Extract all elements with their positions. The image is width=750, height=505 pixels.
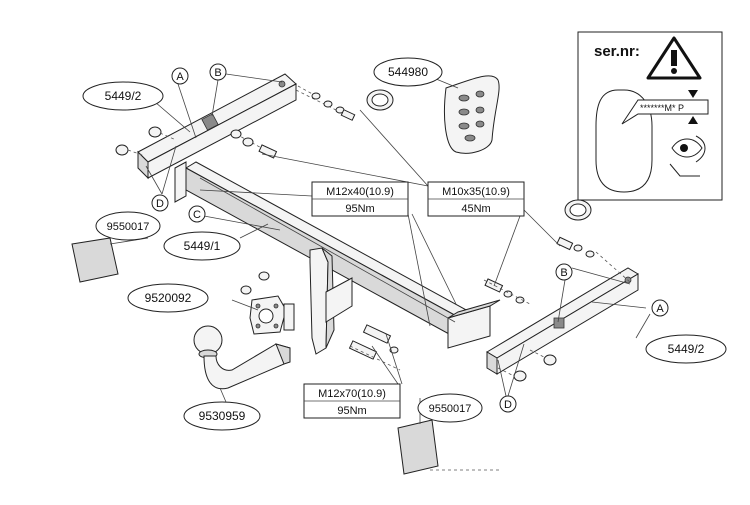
torque-box-m10x35: M10x35(10.9) 45Nm bbox=[427, 181, 525, 217]
callout-text: 5449/2 bbox=[105, 89, 142, 103]
callout-9550017-left: 9550017 bbox=[95, 211, 161, 241]
callout-9530959: 9530959 bbox=[183, 401, 261, 431]
letter-d-right: D bbox=[499, 395, 517, 413]
upper-bolt-set bbox=[230, 89, 394, 159]
left-side-bracket bbox=[137, 73, 297, 180]
serial-plate bbox=[621, 99, 709, 125]
callout-5449-1: 5449/1 bbox=[163, 231, 241, 261]
torque-value: 95Nm bbox=[337, 405, 366, 417]
letter-text: D bbox=[156, 198, 164, 210]
letter-a-right: A bbox=[651, 299, 669, 317]
torque-box-m12x40: M12x40(10.9) 95Nm bbox=[311, 181, 409, 217]
cable-ties-544980 bbox=[443, 75, 500, 154]
letter-c: C bbox=[188, 205, 206, 223]
letter-b-top: B bbox=[209, 63, 227, 81]
socket-plate-9520092 bbox=[240, 271, 295, 335]
letter-text: D bbox=[504, 399, 512, 411]
torque-bolt-spec: M12x40(10.9) bbox=[326, 186, 394, 198]
callout-text: 9520092 bbox=[145, 291, 192, 305]
callout-text: 9550017 bbox=[107, 221, 150, 233]
letter-text: C bbox=[193, 209, 201, 221]
lower-bolt-set bbox=[348, 324, 401, 371]
letter-text: B bbox=[214, 67, 221, 79]
callout-text: 5449/2 bbox=[668, 342, 705, 356]
arrow-down-icon bbox=[688, 90, 698, 98]
letter-b-right: B bbox=[555, 263, 573, 281]
callout-text: 544980 bbox=[388, 65, 428, 79]
left-bracket-fasteners bbox=[115, 85, 317, 157]
letter-text: A bbox=[176, 71, 184, 83]
torque-bolt-spec: M10x35(10.9) bbox=[442, 186, 510, 198]
leader-lines bbox=[109, 73, 651, 424]
rubber-pad-left bbox=[71, 237, 119, 283]
callout-text: 9530959 bbox=[199, 409, 246, 423]
callout-9520092: 9520092 bbox=[127, 283, 209, 313]
letter-a-top: A bbox=[171, 67, 189, 85]
callout-text: 5449/1 bbox=[184, 239, 221, 253]
callout-text: 9550017 bbox=[429, 403, 472, 415]
tow-ball-9530959 bbox=[193, 325, 291, 390]
serial-plate-text: *******M* P bbox=[640, 103, 684, 113]
warning-icon bbox=[646, 36, 702, 80]
arrow-up-icon bbox=[688, 116, 698, 124]
letter-text: B bbox=[560, 267, 567, 279]
callout-544980: 544980 bbox=[373, 57, 443, 87]
serial-number-panel: ser.nr: *******M* P bbox=[577, 31, 723, 201]
center-mounting-plate bbox=[309, 247, 353, 355]
torque-value: 45Nm bbox=[461, 203, 490, 215]
torque-bolt-spec: M12x70(10.9) bbox=[318, 388, 386, 400]
callout-9550017-bottom: 9550017 bbox=[417, 393, 483, 423]
right-bolt-set bbox=[483, 199, 595, 305]
letter-d-left: D bbox=[151, 194, 169, 212]
torque-box-m12x70: M12x70(10.9) 95Nm bbox=[303, 383, 401, 419]
callout-5449-2-top: 5449/2 bbox=[82, 81, 164, 111]
torque-value: 95Nm bbox=[345, 203, 374, 215]
letter-text: A bbox=[656, 303, 664, 315]
right-bracket-fasteners bbox=[497, 251, 631, 382]
eye-icon bbox=[669, 135, 706, 177]
rubber-pad-bottom bbox=[397, 419, 439, 475]
serial-panel-title: ser.nr: bbox=[594, 43, 640, 60]
callout-5449-2-bottom: 5449/2 bbox=[645, 334, 727, 364]
right-side-bracket bbox=[486, 267, 639, 375]
